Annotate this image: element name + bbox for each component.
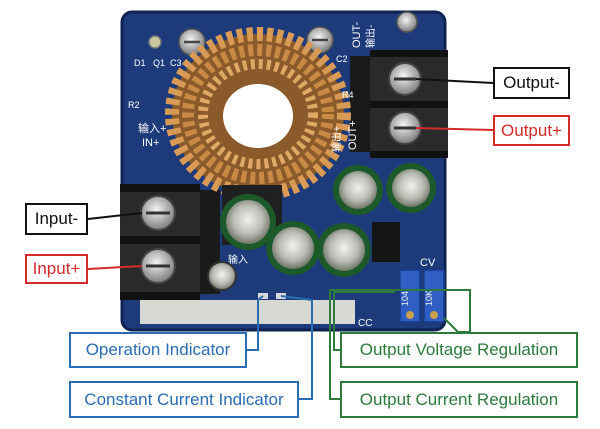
silk-in-cn: 输入 <box>228 253 248 266</box>
constant-current-indicator-label: Constant Current Indicator <box>69 381 299 418</box>
output-terminal-block <box>350 50 448 158</box>
corner-screw <box>396 11 418 33</box>
capacitor-5 <box>386 163 436 213</box>
leader-operation-indicator <box>247 295 264 351</box>
leader-output-voltage-regulation <box>333 291 395 351</box>
silk-c2: C2 <box>336 54 348 64</box>
input-plus-label: Input+ <box>25 254 88 284</box>
output-current-regulation-label: Output Current Regulation <box>340 381 578 418</box>
bottom-sticker <box>140 300 355 324</box>
silk-d1: D1 <box>134 58 146 68</box>
input-minus-label: Input- <box>25 203 88 235</box>
silk-in-plus: IN+ <box>142 137 159 149</box>
output-minus-label: Output- <box>493 67 570 99</box>
silk-pot2: 10K <box>424 290 434 306</box>
silk-c3: C3 <box>170 58 182 68</box>
input-terminal-block <box>120 184 220 300</box>
current-potentiometer <box>423 269 445 323</box>
output-voltage-regulation-label: Output Voltage Regulation <box>340 332 578 368</box>
capacitor-3 <box>317 223 371 277</box>
silk-cv: CV <box>420 257 436 269</box>
leader-current-to-pot <box>443 317 459 333</box>
silk-pot1: 104 <box>400 291 410 306</box>
capacitor-1 <box>220 194 276 250</box>
leader-input-plus <box>87 265 143 270</box>
silk-in-plus-cn: 输入+ <box>138 121 166 135</box>
ic-chip <box>372 222 400 262</box>
voltage-potentiometer <box>399 269 421 323</box>
output-plus-label: Output+ <box>493 115 570 146</box>
silk-out-plus: OUT+ <box>347 120 359 150</box>
silk-cc: CC <box>358 318 372 329</box>
silk-q1: Q1 <box>153 58 165 68</box>
leader-constant-current-indicator <box>280 295 313 400</box>
silk-out-minus: OUT- <box>351 21 363 48</box>
silk-out-plus-cn: 输出+ <box>330 126 343 152</box>
silk-r2: R2 <box>128 100 140 110</box>
capacitor-2 <box>266 221 320 275</box>
toroid-inductor <box>165 27 351 201</box>
operation-indicator-label: Operation Indicator <box>69 332 247 368</box>
leader-input-minus <box>87 212 143 220</box>
leader-output-minus <box>415 78 494 84</box>
leader-output-plus <box>415 127 494 131</box>
small-capacitor <box>207 261 237 291</box>
silk-r4: R4 <box>342 90 354 100</box>
mounting-hole <box>148 35 162 49</box>
silk-out-cn: 输出- <box>364 25 377 48</box>
capacitor-4 <box>333 165 383 215</box>
